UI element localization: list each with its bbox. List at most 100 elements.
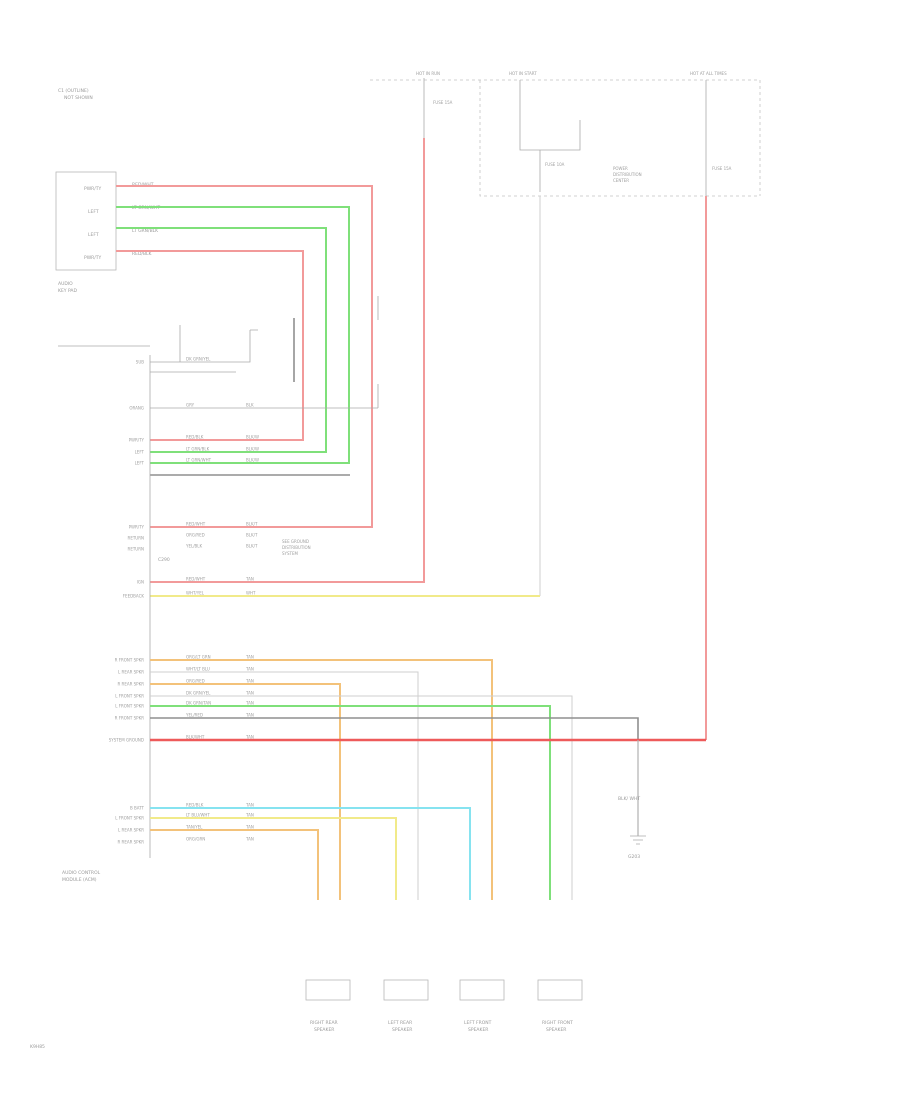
pin-circuit-code: BLK/W — [246, 458, 259, 463]
keypad-box — [55, 171, 117, 271]
pin-wire-color: WHT/YEL — [186, 591, 205, 596]
pin-circuit-code: TAN — [245, 691, 254, 696]
pin-wire-color: ORG/RED — [186, 679, 205, 684]
keypad-pin-4: PWR/TY — [84, 255, 102, 261]
ground-g203: BLK/ WHT G203 — [618, 740, 646, 860]
wire-dkgrn-tan — [150, 705, 551, 900]
pin-label: PWR/TY — [129, 438, 145, 443]
pin-wire-color: DK GRN/TAN — [186, 701, 211, 706]
pin-wire-color: RED/BLK — [186, 803, 204, 808]
ground-note-1: SEE GROUND — [282, 539, 309, 544]
pin-circuit-code: TAN — [245, 577, 254, 582]
wire-wht-ltblu — [150, 671, 419, 900]
wire-blk-wht-gnd — [150, 717, 639, 740]
speaker-label-2: SPEAKER — [392, 1027, 412, 1033]
pin-label: PWR/TY — [129, 525, 145, 530]
pin-circuit-code: TAN — [245, 837, 254, 842]
pin-label: SYSTEM GROUND — [109, 738, 144, 743]
ground-id: G203 — [628, 854, 640, 860]
speaker-right-front: RIGHT FRONT SPEAKER — [537, 979, 583, 1033]
pin-label: R REAR SPKR — [118, 682, 145, 687]
power-distribution: HOT IN RUN FUSE 15A HOT IN START HOT AT … — [370, 71, 761, 197]
pin-wire-color: YEL/RED — [185, 713, 203, 718]
speaker-label-2: SPEAKER — [546, 1027, 566, 1033]
ground-icon — [630, 835, 646, 845]
wire-org-ltgrn — [150, 659, 493, 900]
module-pin-row: L FRONT SPKR DK GRN/YEL TAN — [115, 691, 254, 699]
wire-ltgrn-wht-keypad — [116, 206, 350, 464]
speaker-icon — [459, 979, 505, 1001]
pin-label: L FRONT SPKR — [115, 694, 144, 699]
hot-in-start-label: HOT IN START — [509, 71, 537, 76]
pin-circuit-code: TAN — [245, 735, 254, 740]
wire-ign — [150, 138, 425, 583]
pin-label: R REAR SPKR — [118, 840, 145, 845]
speaker-left-front: LEFT FRONT SPEAKER — [459, 979, 505, 1033]
fuse3-label: FUSE 15A — [712, 166, 732, 171]
pdc-outline — [370, 79, 761, 197]
speaker-label-2: SPEAKER — [468, 1027, 488, 1033]
pin-wire-color: DK GRN/YEL — [186, 691, 211, 696]
pin-label: RETURN — [128, 536, 144, 541]
pin-circuit-code: TAN — [245, 655, 254, 660]
footer-code: K9H85 — [30, 1044, 45, 1050]
keypad-pin-1: PWR/TY — [84, 186, 102, 192]
pin-circuit-code: TAN — [245, 825, 254, 830]
wire-org-grn — [150, 829, 319, 900]
keypad-pin-3: LEFT — [88, 232, 99, 238]
speaker-label-1: RIGHT FRONT — [542, 1020, 573, 1026]
speaker-right-rear: RIGHT REAR SPEAKER — [305, 979, 351, 1033]
module-pin-row: ORANG GRY BLK — [129, 403, 254, 411]
wire-tan-yel — [150, 817, 397, 900]
pin-circuit-code: BLK — [246, 403, 254, 408]
keypad-pin-2: LEFT — [88, 209, 99, 215]
pin-circuit-code: BLK/W — [246, 447, 259, 452]
pin-label: ORANG — [129, 406, 144, 411]
speaker-label-1: LEFT REAR — [388, 1020, 412, 1026]
sub-switch-network — [150, 325, 258, 373]
wire-red-wht-keypad — [116, 185, 373, 528]
pdc-label-3: CENTER — [613, 178, 629, 183]
module-pin-row: LEFT LT GRN/BLK BLK/W — [135, 447, 259, 455]
pin-circuit-code: TAN — [245, 813, 254, 818]
keypad-caption-1: AUDIO — [58, 281, 73, 287]
pdc-label-2: DISTRIBUTION — [613, 172, 642, 177]
pin-wire-color: DK GRN/YEL — [186, 357, 211, 362]
speaker-label-1: LEFT FRONT — [464, 1020, 492, 1026]
pin-wire-color: LT GRN/BLK — [186, 447, 210, 452]
pin-label: B BATT — [130, 806, 145, 811]
relay-contacts — [519, 80, 581, 192]
fuse2-label: FUSE 10A — [545, 162, 565, 167]
module-pin-row: R REAR SPKR ORG/GRN TAN — [118, 837, 254, 845]
audio-control-module: AUDIO CONTROL MODULE (ACM) C290 SEE GROU… — [58, 345, 311, 883]
wire-red-blk-keypad — [116, 250, 304, 441]
pin-wire-color: ORG/GRN — [186, 837, 205, 842]
pin-circuit-code: TAN — [245, 667, 254, 672]
speaker-label-2: SPEAKER — [314, 1027, 334, 1033]
pin-wire-color: RED/BLK — [186, 435, 204, 440]
speaker-icon — [305, 979, 351, 1001]
pin-label: LEFT — [135, 450, 145, 455]
pin-circuit-code: BLK/W — [246, 435, 259, 440]
pdc-label-1: POWER — [613, 166, 628, 171]
pin-label: L FRONT SPKR — [115, 816, 144, 821]
ground-wire-label: BLK/ WHT — [618, 796, 640, 802]
wire-ltgrn-blk-keypad — [116, 227, 327, 453]
pin-circuit-code: WHT — [246, 591, 256, 596]
pin-wire-color: GRY — [186, 403, 195, 408]
